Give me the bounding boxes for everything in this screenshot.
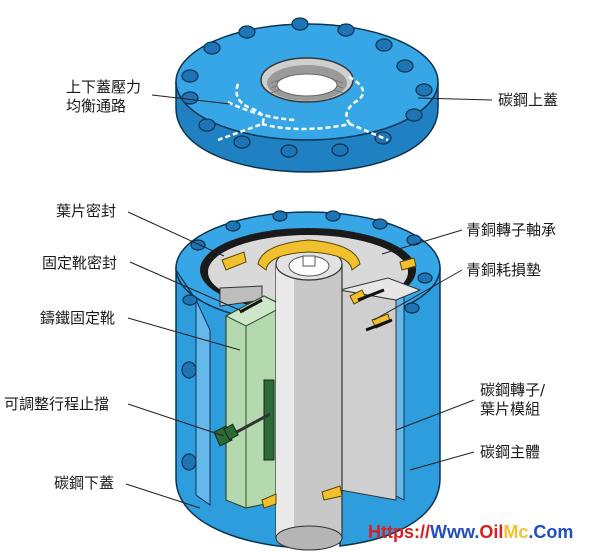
label-adjustable-stop: 可調整行程止擋 xyxy=(4,395,110,413)
watermark-com: .Com xyxy=(528,522,574,542)
label-stator-seal: 固定靴密封 xyxy=(42,254,118,272)
label-bronze-bearing: 青銅轉子軸承 xyxy=(466,221,557,239)
label-lower-cover: 碳鋼下蓋 xyxy=(54,474,115,492)
watermark-mc: Mc xyxy=(503,522,529,542)
label-main-body: 碳鋼主體 xyxy=(480,443,541,461)
main-body-part xyxy=(175,210,441,551)
watermark-www: Www. xyxy=(430,522,480,542)
label-rotor-vane-line2: 葉片模組 xyxy=(480,400,541,418)
site-watermark: Https://Www.OilMc.Com xyxy=(368,522,573,543)
label-cast-iron-stator: 鑄鐵固定靴 xyxy=(40,309,116,327)
watermark-oil: Oil xyxy=(479,522,504,542)
label-pressure-channel-line1: 上下蓋壓力 xyxy=(66,78,142,96)
label-upper-cover: 碳鋼上蓋 xyxy=(498,91,559,109)
label-vane-seal: 葉片密封 xyxy=(56,202,117,220)
watermark-protocol: Https:// xyxy=(368,522,430,542)
label-pressure-channel-line2: 均衡通路 xyxy=(66,97,127,115)
label-bronze-wear-pad: 青銅耗損墊 xyxy=(466,261,542,279)
upper-cover-part xyxy=(175,17,439,173)
label-rotor-vane-line1: 碳鋼轉子/ xyxy=(480,381,546,399)
leader-lines xyxy=(125,94,493,509)
